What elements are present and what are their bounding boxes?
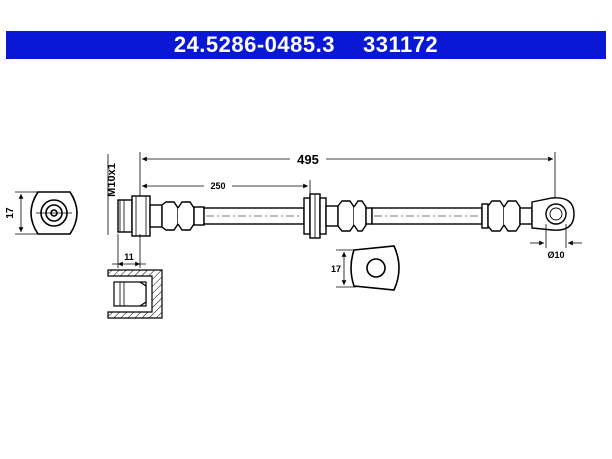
overall-length-label: 495: [297, 152, 319, 167]
banjo-end-view: [350, 245, 400, 291]
inner-length-label: 250: [210, 181, 225, 191]
section-detail: [107, 269, 163, 319]
title-text: 24.5286-0485.3 331172: [174, 32, 438, 58]
article-number: 331172: [362, 32, 439, 57]
overall-length-dimension: [139, 152, 556, 200]
title-bar: 24.5286-0485.3 331172: [6, 31, 606, 59]
left-end-view: [30, 191, 78, 235]
banjo-height-label: 17: [331, 264, 341, 274]
bolt-diameter-dimension: [530, 224, 582, 248]
inner-length-dimension: [142, 180, 311, 196]
thread-label: M10x1: [106, 163, 118, 197]
fitting-length-dimension: [112, 234, 146, 268]
hose-assembly: [117, 193, 575, 239]
banjo-height-dimension: [336, 249, 356, 288]
bolt-diameter-label: Ø10: [547, 250, 564, 260]
left-height-label: 17: [5, 207, 16, 219]
left-height-dimension: [15, 191, 40, 235]
fitting-length-label: 11: [124, 252, 134, 262]
part-number: 24.5286-0485.3: [173, 32, 335, 57]
